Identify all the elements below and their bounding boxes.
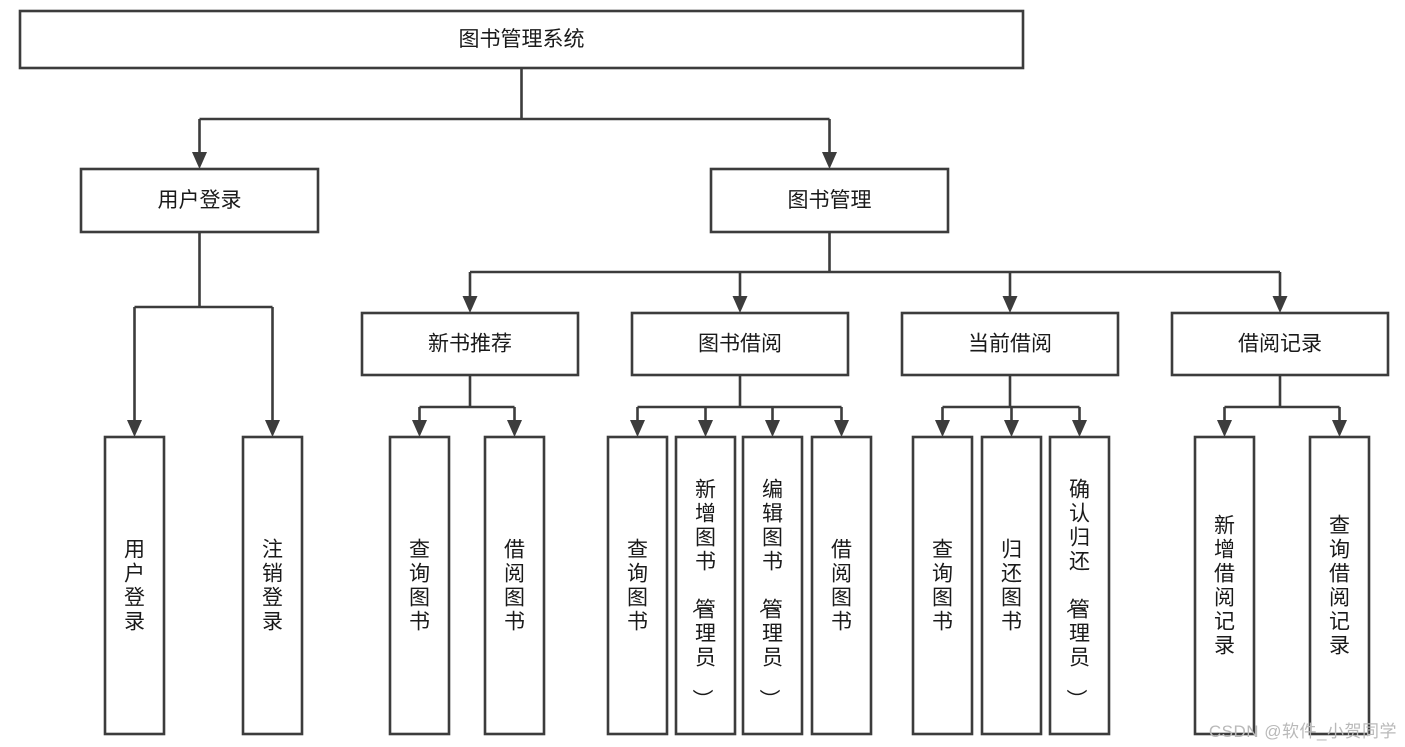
- node-box-leaf-add-record: [1193, 435, 1256, 736]
- node-box-new-book-rec: [360, 311, 580, 377]
- node-label-leaf-edit-book: 编辑图书（管理员）: [757, 479, 783, 710]
- arrowhead-borrow-record: [1272, 296, 1288, 313]
- node-label-leaf-confirm-return: 确认归还（管理员）: [1064, 479, 1090, 710]
- arrowhead-book-borrow: [732, 296, 748, 313]
- node-box-leaf-borrow-book-rec: [483, 435, 546, 736]
- watermark: CSDN @软件_小贺同学: [1208, 722, 1397, 741]
- arrowhead-leaf-query-book-borrow: [630, 420, 645, 437]
- node-label-leaf-borrow-book-rec: 借阅图书: [504, 539, 525, 634]
- arrowhead-current-borrow: [1002, 296, 1018, 313]
- node-label-leaf-query-book-rec: 查询图书: [409, 539, 430, 634]
- arrowhead-leaf-logout: [265, 420, 280, 437]
- node-label-leaf-borrow-book: 借阅图书: [831, 539, 852, 634]
- arrowhead-new-book-rec: [462, 296, 478, 313]
- node-box-leaf-user-login: [103, 435, 166, 736]
- arrowhead-leaf-query-record: [1332, 420, 1347, 437]
- node-label-book-borrow: 图书借阅: [698, 333, 782, 356]
- node-label-leaf-query-book-cur: 查询图书: [932, 539, 953, 634]
- arrowhead-leaf-query-book-rec: [412, 420, 427, 437]
- node-label-leaf-add-book: 新增图书（管理员）: [690, 479, 716, 710]
- arrowhead-leaf-borrow-book: [834, 420, 849, 437]
- node-new-book-rec[interactable]: 新书推荐: [360, 311, 580, 377]
- arrowhead-user-login: [192, 152, 207, 169]
- node-label-leaf-query-record: 查询借阅记录: [1329, 515, 1350, 658]
- node-label-leaf-return-book: 归还图书: [1001, 539, 1022, 634]
- node-box-leaf-logout: [241, 435, 304, 736]
- node-boxes-layer: 图书管理系统用户登录图书管理新书推荐图书借阅当前借阅借阅记录用户登录注销登录查询…: [18, 9, 1390, 736]
- node-box-leaf-edit-book: [741, 435, 804, 736]
- node-box-leaf-confirm-return: [1048, 435, 1111, 736]
- arrowhead-leaf-add-record: [1217, 420, 1232, 437]
- node-box-leaf-query-book-borrow: [606, 435, 669, 736]
- node-box-leaf-query-book-cur: [911, 435, 974, 736]
- node-leaf-edit-book[interactable]: 编辑图书（管理员）: [741, 435, 804, 736]
- node-box-root: [18, 9, 1025, 70]
- arrowhead-book-manage: [822, 152, 837, 169]
- node-label-leaf-user-login: 用户登录: [124, 539, 145, 634]
- node-leaf-logout[interactable]: 注销登录: [241, 435, 304, 736]
- node-label-leaf-add-record: 新增借阅记录: [1214, 515, 1235, 658]
- node-box-book-borrow: [630, 311, 850, 377]
- node-label-user-login: 用户登录: [158, 189, 242, 212]
- arrowhead-leaf-add-book: [698, 420, 713, 437]
- node-box-book-manage: [709, 167, 950, 234]
- node-label-leaf-logout: 注销登录: [262, 539, 283, 634]
- node-root[interactable]: 图书管理系统: [18, 9, 1025, 70]
- node-leaf-query-book-cur[interactable]: 查询图书: [911, 435, 974, 736]
- node-borrow-record[interactable]: 借阅记录: [1170, 311, 1390, 377]
- node-box-leaf-borrow-book: [810, 435, 873, 736]
- node-box-leaf-return-book: [980, 435, 1043, 736]
- node-box-leaf-query-record: [1308, 435, 1371, 736]
- node-book-manage[interactable]: 图书管理: [709, 167, 950, 234]
- arrowhead-leaf-query-book-cur: [935, 420, 950, 437]
- connector-links-layer: [127, 68, 1347, 437]
- node-book-borrow[interactable]: 图书借阅: [630, 311, 850, 377]
- node-label-leaf-query-book-borrow: 查询图书: [627, 539, 648, 634]
- node-box-leaf-add-book: [674, 435, 737, 736]
- node-leaf-add-record[interactable]: 新增借阅记录: [1193, 435, 1256, 736]
- node-leaf-return-book[interactable]: 归还图书: [980, 435, 1043, 736]
- node-leaf-add-book[interactable]: 新增图书（管理员）: [674, 435, 737, 736]
- node-box-current-borrow: [900, 311, 1120, 377]
- node-leaf-borrow-book-rec[interactable]: 借阅图书: [483, 435, 546, 736]
- node-leaf-user-login[interactable]: 用户登录: [103, 435, 166, 736]
- arrowhead-leaf-confirm-return: [1072, 420, 1087, 437]
- node-leaf-query-book-borrow[interactable]: 查询图书: [606, 435, 669, 736]
- node-box-leaf-query-book-rec: [388, 435, 451, 736]
- arrowhead-leaf-edit-book: [765, 420, 780, 437]
- node-leaf-query-record[interactable]: 查询借阅记录: [1308, 435, 1371, 736]
- node-user-login[interactable]: 用户登录: [79, 167, 320, 234]
- arrowhead-leaf-return-book: [1004, 420, 1019, 437]
- node-current-borrow[interactable]: 当前借阅: [900, 311, 1120, 377]
- node-label-current-borrow: 当前借阅: [968, 333, 1052, 356]
- node-label-borrow-record: 借阅记录: [1238, 333, 1322, 356]
- arrowhead-leaf-user-login: [127, 420, 142, 437]
- node-label-root: 图书管理系统: [459, 28, 585, 51]
- node-label-book-manage: 图书管理: [788, 189, 872, 212]
- node-leaf-query-book-rec[interactable]: 查询图书: [388, 435, 451, 736]
- node-leaf-borrow-book[interactable]: 借阅图书: [810, 435, 873, 736]
- node-box-borrow-record: [1170, 311, 1390, 377]
- arrowhead-leaf-borrow-book-rec: [507, 420, 522, 437]
- node-label-new-book-rec: 新书推荐: [428, 333, 512, 356]
- node-leaf-confirm-return[interactable]: 确认归还（管理员）: [1048, 435, 1111, 736]
- node-box-user-login: [79, 167, 320, 234]
